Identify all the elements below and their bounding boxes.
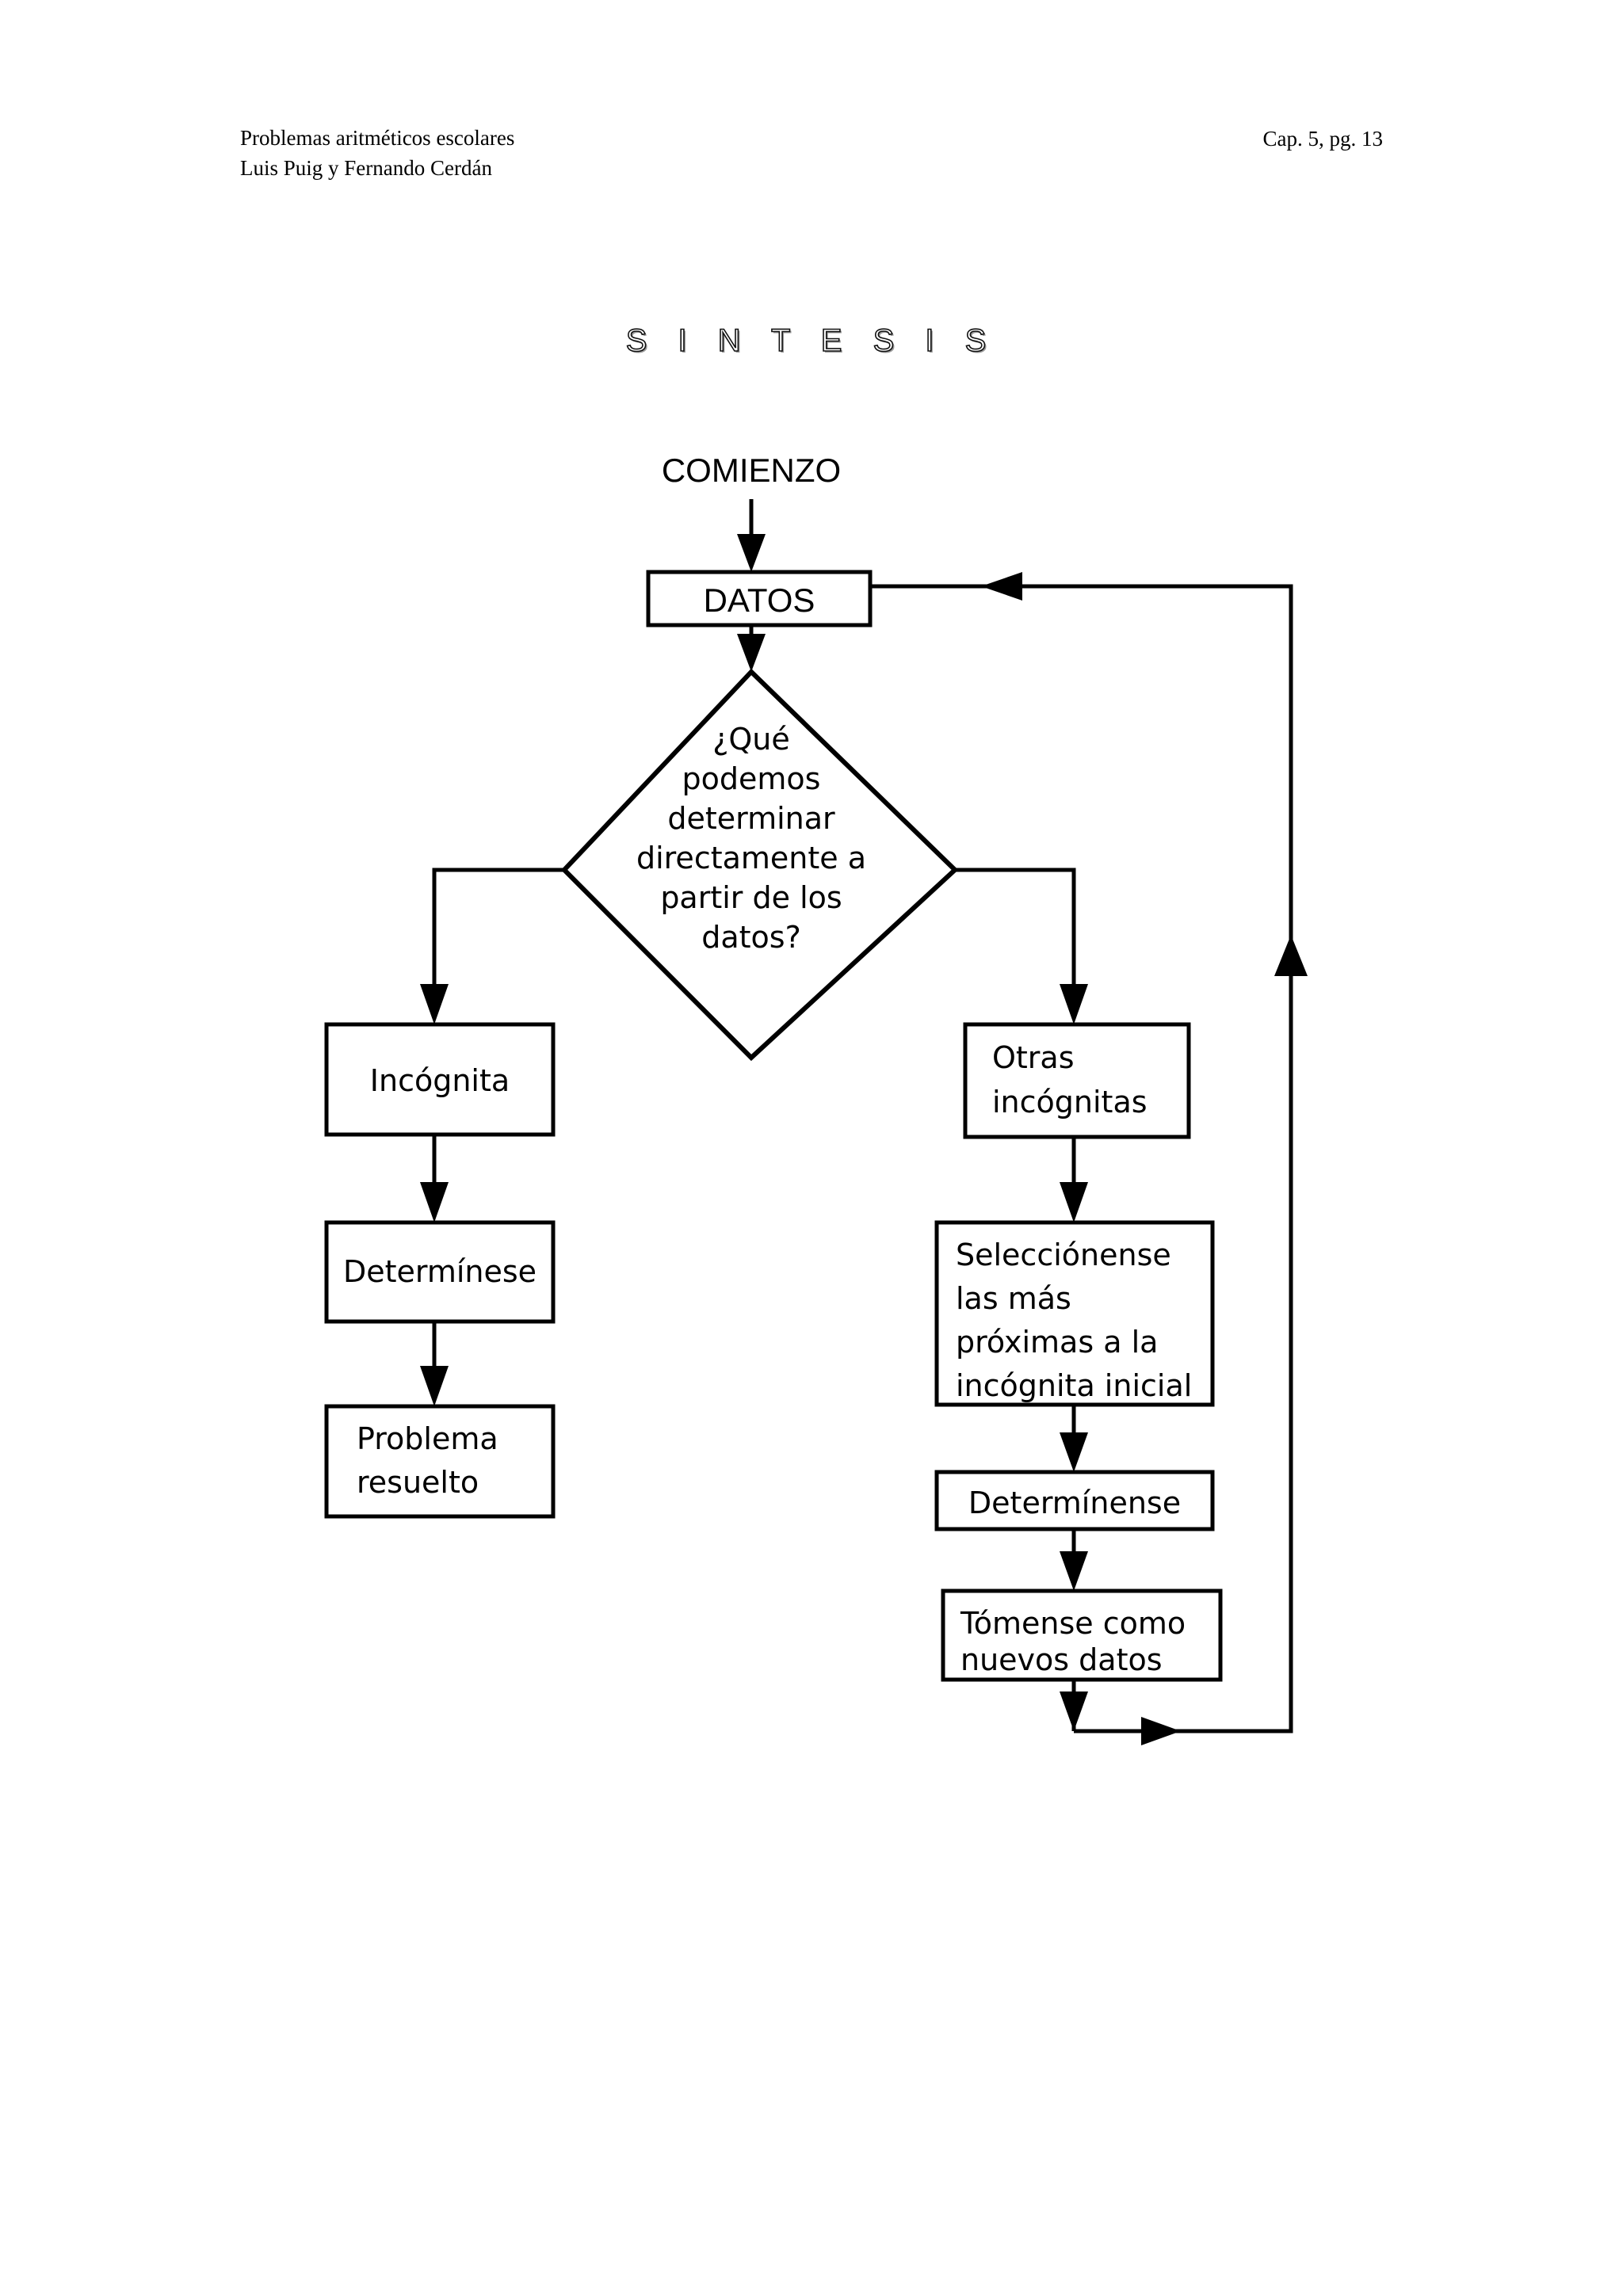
node-decision-line1: ¿Qué [712, 722, 790, 757]
node-decision-line2: podemos [682, 761, 821, 796]
node-otras-incognitas[interactable]: Otras incógnitas [963, 1022, 1191, 1139]
node-seleccionense-line3: próximas a la [956, 1325, 1158, 1360]
edge-decision-to-incognita [420, 868, 564, 1024]
edge-decision-to-otras-incognitas [955, 868, 1088, 1024]
node-tomense-line2: nuevos datos [960, 1642, 1163, 1677]
node-determinense[interactable]: Determínense [934, 1470, 1215, 1531]
node-decision-line4: directamente a [636, 841, 866, 875]
node-otras-incognitas-line1: Otras [992, 1040, 1075, 1075]
node-datos[interactable]: DATOS [646, 570, 873, 627]
node-tomense[interactable]: Tómense como nuevos datos [941, 1589, 1223, 1682]
node-determinense-label: Determínense [968, 1486, 1181, 1520]
header-authors: Luis Puig y Fernando Cerdán [240, 156, 492, 181]
node-datos-label: DATOS [704, 582, 815, 619]
node-comienzo-label: COMIENZO [662, 452, 841, 489]
node-problema-resuelto-line2: resuelto [357, 1465, 479, 1500]
node-incognita-label: Incógnita [370, 1063, 510, 1098]
edge-feedback-loop [872, 572, 1308, 1745]
diagram-title: S I N T E S I S [625, 322, 998, 359]
edge-incognita-to-determinese [420, 1135, 449, 1222]
header-left: Problemas aritméticos escolares Luis Pui… [240, 123, 514, 184]
node-decision-line6: datos? [701, 920, 801, 955]
edge-comienzo-to-datos [737, 499, 766, 572]
node-decision[interactable]: ¿Qué podemos determinar directamente a p… [560, 668, 959, 1062]
node-problema-resuelto[interactable]: Problema resuelto [324, 1404, 556, 1519]
node-tomense-line1: Tómense como [960, 1606, 1186, 1641]
header-chapter-page: Cap. 5, pg. 13 [1262, 127, 1384, 151]
node-otras-incognitas-line2: incógnitas [992, 1085, 1148, 1119]
node-seleccionense-line1: Selecciónense [956, 1238, 1171, 1272]
node-decision-line3: determinar [667, 801, 835, 836]
node-seleccionense[interactable]: Selecciónense las más próximas a la incó… [934, 1220, 1215, 1407]
node-decision-line5: partir de los [660, 880, 842, 915]
edge-tomense-to-loop [1060, 1680, 1088, 1731]
edge-determinense-to-tomense [1060, 1529, 1088, 1591]
edge-determinese-to-problema [420, 1322, 449, 1406]
running-header: Problemas aritméticos escolares Luis Pui… [240, 123, 1383, 184]
node-incognita[interactable]: Incógnita [324, 1022, 556, 1137]
node-determinese[interactable]: Determínese [324, 1220, 556, 1324]
node-determinese-label: Determínese [343, 1254, 537, 1289]
node-seleccionense-line2: las más [956, 1281, 1071, 1316]
header-book-title: Problemas aritméticos escolares [240, 126, 515, 150]
edge-datos-to-decision [737, 625, 766, 672]
edge-otras-to-seleccionense [1060, 1137, 1088, 1222]
node-problema-resuelto-line1: Problema [357, 1421, 498, 1456]
node-seleccionense-line4: incógnita inicial [956, 1368, 1192, 1403]
edge-seleccionense-to-determinense [1060, 1405, 1088, 1472]
